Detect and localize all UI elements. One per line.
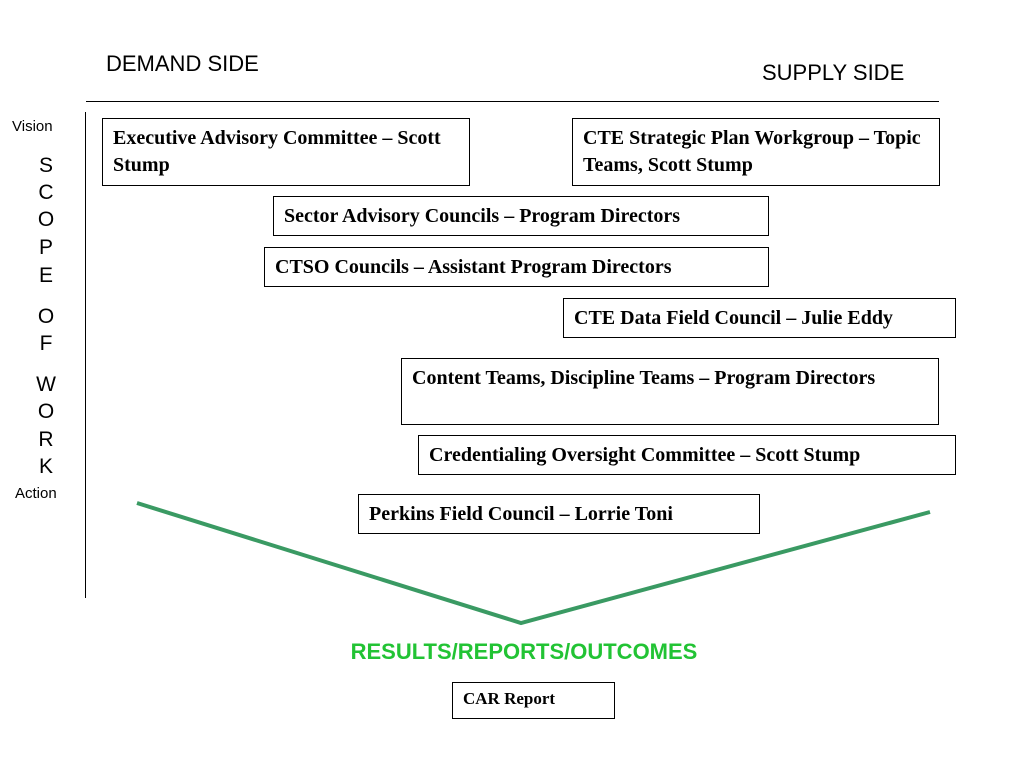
- supply-side-heading: SUPPLY SIDE: [762, 60, 905, 85]
- horizontal-divider: [86, 101, 939, 102]
- results-heading: RESULTS/REPORTS/OUTCOMES: [350, 639, 698, 664]
- scope-letter: S: [38, 154, 53, 177]
- sector-advisory-councils-box: Sector Advisory Councils – Program Direc…: [273, 196, 769, 236]
- scope-letter: O: [37, 208, 55, 231]
- vertical-divider: [85, 112, 86, 598]
- ctso-councils-box: CTSO Councils – Assistant Program Direct…: [264, 247, 769, 287]
- action-label: Action: [15, 485, 57, 502]
- work-letter: R: [38, 428, 54, 451]
- of-letter: F: [39, 332, 53, 355]
- scope-letter: E: [38, 264, 53, 287]
- content-teams-box: Content Teams, Discipline Teams – Progra…: [401, 358, 939, 425]
- credentialing-oversight-committee-box: Credentialing Oversight Committee – Scot…: [418, 435, 956, 475]
- work-letter: W: [36, 373, 56, 396]
- v-shape-line: [136, 501, 931, 626]
- of-letter: O: [37, 305, 55, 328]
- cte-strategic-plan-workgroup-box: CTE Strategic Plan Workgroup – Topic Tea…: [572, 118, 940, 186]
- vision-label: Vision: [12, 118, 53, 135]
- executive-advisory-committee-box: Executive Advisory Committee – Scott Stu…: [102, 118, 470, 186]
- car-report-box: CAR Report: [452, 682, 615, 719]
- demand-side-heading: DEMAND SIDE: [106, 51, 259, 76]
- scope-letter: P: [38, 236, 53, 259]
- work-letter: O: [37, 400, 55, 423]
- scope-letter: C: [38, 181, 54, 204]
- work-letter: K: [38, 455, 53, 478]
- cte-data-field-council-box: CTE Data Field Council – Julie Eddy: [563, 298, 956, 338]
- perkins-field-council-box: Perkins Field Council – Lorrie Toni: [358, 494, 760, 534]
